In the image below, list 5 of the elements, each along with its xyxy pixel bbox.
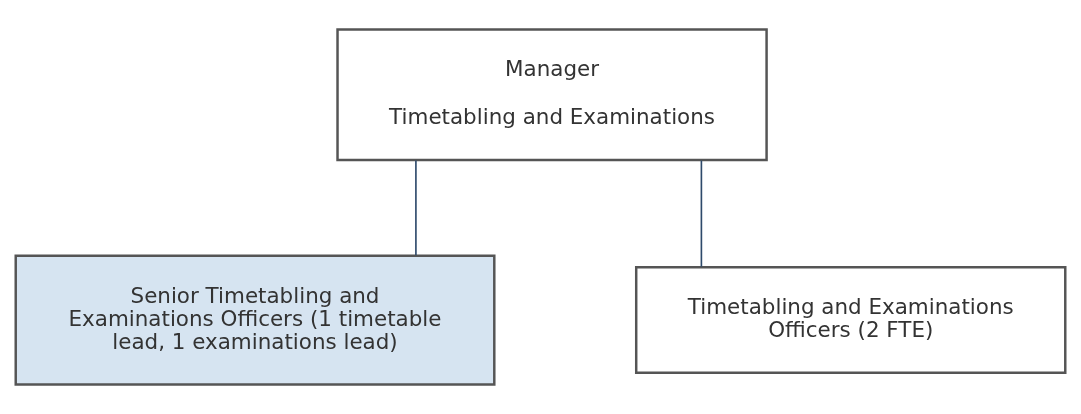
node-box: Manager Timetabling and Examinations: [336, 28, 768, 162]
connector: [415, 159, 417, 257]
node-box: Senior Timetabling and Examinations Officers (1 timetable lead, 1 examinations lead): [14, 254, 496, 386]
node-box: Timetabling and Examinations Officers (2 FTE): [634, 266, 1067, 375]
connector: [700, 159, 703, 268]
